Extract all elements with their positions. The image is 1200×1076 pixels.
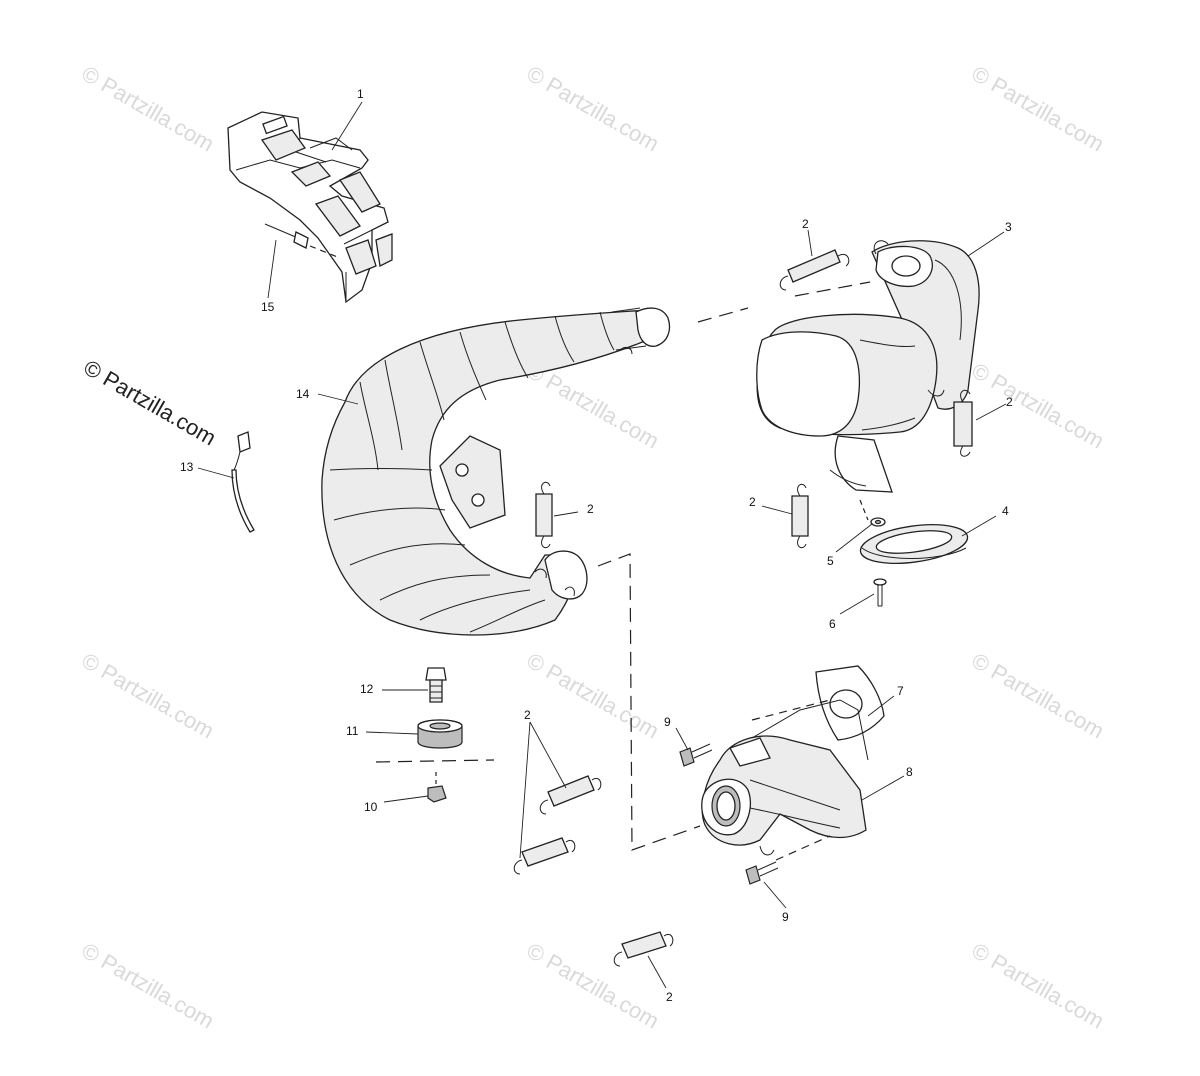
callout-5[interactable]: 5	[827, 554, 834, 568]
spring[interactable]	[539, 775, 602, 815]
strap[interactable]	[231, 431, 255, 533]
callout-9[interactable]: 9	[782, 910, 789, 924]
watermark: © Partzilla.com	[523, 61, 664, 157]
callout-4[interactable]: 4	[1002, 504, 1009, 518]
callout-3[interactable]: 3	[1005, 220, 1012, 234]
mounting-bracket[interactable]	[227, 111, 393, 304]
spring[interactable]	[513, 837, 576, 875]
callout-6[interactable]: 6	[829, 617, 836, 631]
nut[interactable]	[427, 785, 447, 803]
callout-11[interactable]: 11	[346, 724, 359, 738]
callout-10[interactable]: 10	[364, 800, 378, 814]
callout-12[interactable]: 12	[360, 682, 374, 696]
pin[interactable]	[873, 578, 887, 607]
gasket[interactable]	[858, 519, 970, 570]
washer[interactable]	[870, 517, 886, 527]
spring[interactable]	[613, 931, 674, 967]
watermark: © Partzilla.com	[968, 358, 1109, 454]
spring[interactable]	[953, 389, 973, 457]
callout-7[interactable]: 7	[897, 684, 904, 698]
watermark: © Partzilla.com	[968, 61, 1109, 157]
callout-9[interactable]: 9	[664, 715, 671, 729]
watermark: © Partzilla.com	[78, 938, 219, 1034]
connection-lines	[375, 281, 871, 861]
callout-2[interactable]: 2	[749, 495, 756, 509]
watermark: © Partzilla.com	[523, 648, 664, 744]
callout-13[interactable]: 13	[180, 460, 194, 474]
callout-1[interactable]: 1	[357, 87, 364, 101]
spring[interactable]	[791, 483, 809, 549]
callout-8[interactable]: 8	[906, 765, 913, 779]
callout-14[interactable]: 14	[296, 387, 310, 401]
callouts: 1 15 2 3 2 14 13 2 2 4 5 6 12 7 2 9 11 8…	[180, 87, 1013, 1004]
watermark: © Partzilla.com	[968, 938, 1109, 1034]
rivet[interactable]	[264, 223, 341, 259]
grommet[interactable]	[417, 719, 463, 749]
bolt[interactable]	[745, 861, 779, 885]
bolt[interactable]	[679, 743, 713, 767]
spring[interactable]	[779, 249, 850, 291]
watermark-dark: © Partzilla.com	[80, 355, 221, 451]
exhaust-manifold[interactable]	[701, 699, 869, 856]
muffler[interactable]	[756, 240, 980, 493]
leader-lines	[197, 101, 1007, 989]
callout-2[interactable]: 2	[524, 708, 531, 722]
spring[interactable]	[535, 481, 553, 549]
watermark: © Partzilla.com	[968, 648, 1109, 744]
hex-bolt[interactable]	[425, 667, 447, 703]
callout-2[interactable]: 2	[802, 217, 809, 231]
exhaust-flange-gasket[interactable]	[815, 665, 885, 741]
callout-2[interactable]: 2	[666, 990, 673, 1004]
expansion-chamber-pipe[interactable]	[321, 307, 671, 636]
callout-15[interactable]: 15	[261, 300, 275, 314]
callout-2[interactable]: 2	[587, 502, 594, 516]
watermark: © Partzilla.com	[78, 648, 219, 744]
watermark: © Partzilla.com	[78, 61, 219, 157]
callout-2[interactable]: 2	[1006, 395, 1013, 409]
